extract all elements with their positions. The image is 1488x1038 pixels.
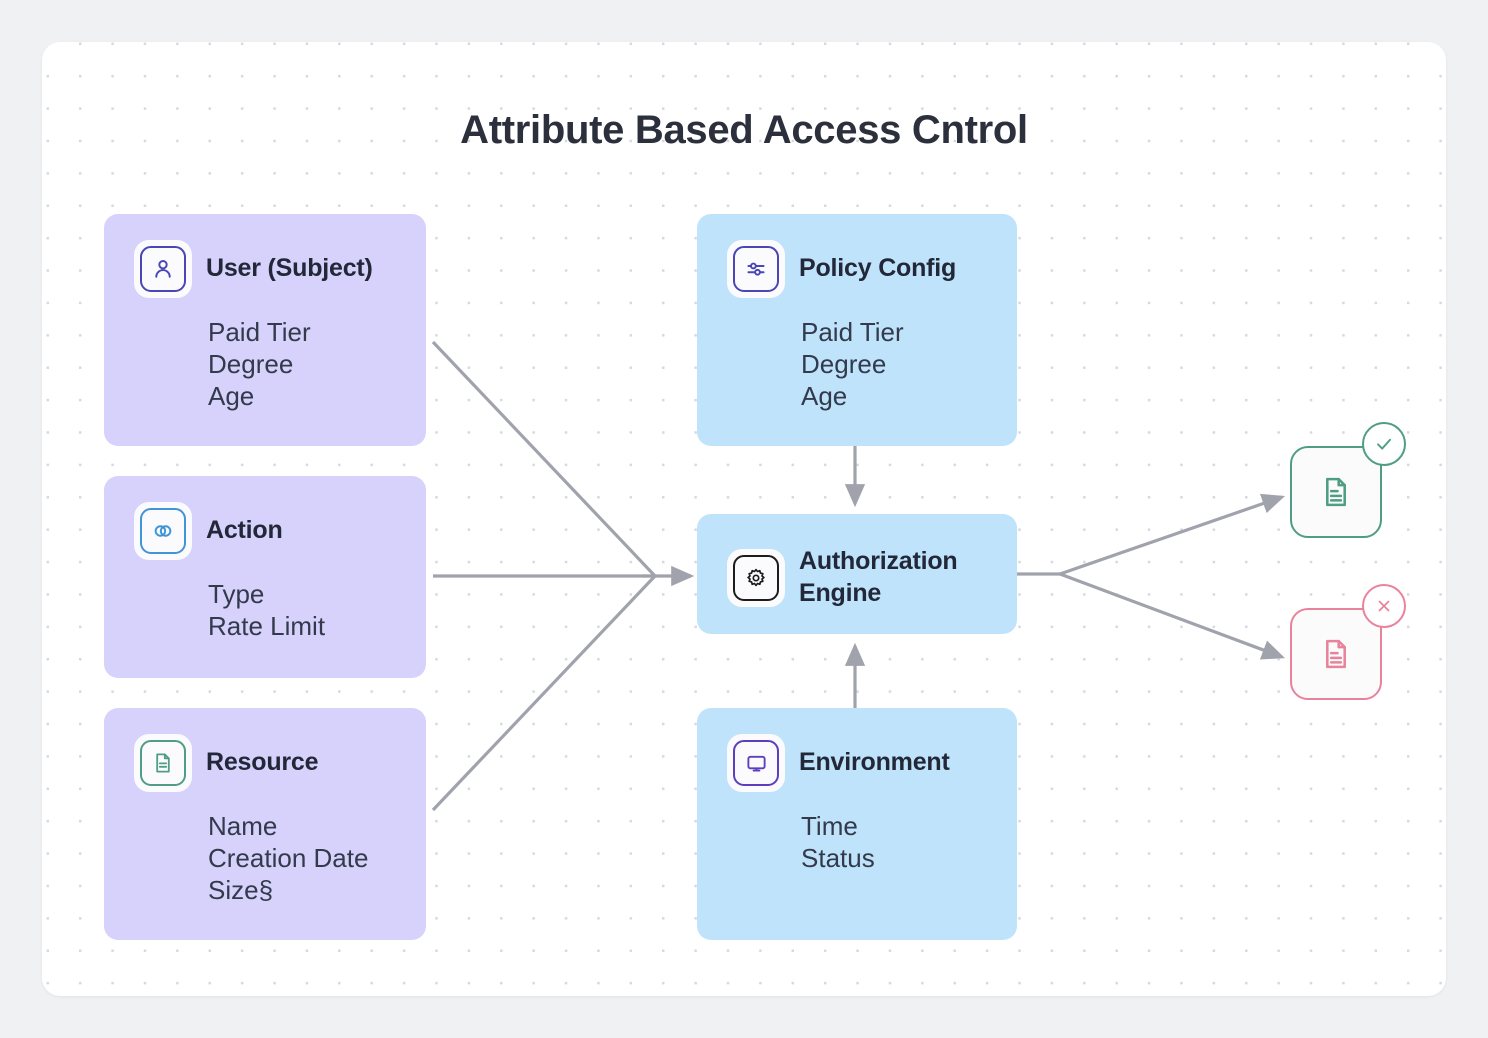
attribute-item: Paid Tier (208, 317, 311, 347)
result-approved[interactable] (1290, 422, 1406, 538)
card-header: Policy Config (697, 240, 1017, 298)
attribute-item: Paid Tier (801, 317, 904, 347)
icon-chip (134, 240, 192, 298)
attribute-list: Name Creation Date Size§ (104, 810, 426, 906)
attribute-item: Creation Date (208, 843, 369, 873)
attribute-item: Rate Limit (208, 611, 326, 641)
card-header: Environment (697, 734, 1017, 792)
diagram-canvas: Attribute Based Access Cntrol (42, 42, 1446, 996)
sliders-icon (733, 246, 779, 292)
connector-resource-to-engine (431, 574, 657, 812)
page-title: Attribute Based Access Cntrol (460, 108, 1028, 152)
card-header: Authorization Engine (697, 540, 1017, 610)
monitor-icon (733, 740, 779, 786)
card-authorization-engine[interactable]: Authorization Engine (697, 514, 1017, 634)
card-title: Resource (206, 748, 319, 777)
card-resource[interactable]: Resource Name Creation Date Size§ (104, 708, 426, 940)
attribute-item: Size§ (208, 875, 274, 905)
attribute-list: Type Rate Limit (104, 578, 426, 642)
icon-chip (727, 548, 785, 607)
attribute-list: Time Status (697, 810, 1017, 874)
attribute-item: Status (801, 843, 875, 873)
overlapping-circles-icon (140, 508, 186, 554)
attribute-list: Paid Tier Degree Age (104, 316, 426, 412)
icon-chip (134, 502, 192, 560)
card-header: Resource (104, 734, 426, 792)
attribute-item: Type (208, 579, 265, 609)
result-denied[interactable] (1290, 584, 1406, 700)
card-title: Authorization Engine (799, 546, 958, 610)
document-icon (1326, 639, 1346, 669)
x-circle-icon (1362, 584, 1406, 628)
gear-icon (733, 554, 779, 601)
card-title: Policy Config (799, 254, 957, 283)
connector-user-to-engine (431, 340, 657, 578)
card-title: Action (206, 516, 283, 545)
card-title: Environment (799, 748, 950, 777)
person-icon (140, 246, 186, 292)
card-user-subject[interactable]: User (Subject) Paid Tier Degree Age (104, 214, 426, 446)
attribute-item: Age (801, 381, 848, 411)
attribute-list: Paid Tier Degree Age (697, 316, 1017, 412)
check-circle-icon (1362, 422, 1406, 466)
attribute-item: Age (208, 381, 255, 411)
icon-chip (134, 734, 192, 792)
document-icon (140, 740, 186, 786)
document-icon (1326, 477, 1346, 507)
icon-chip (727, 240, 785, 298)
card-title-line-1: Authorization (799, 547, 958, 575)
icon-chip (727, 734, 785, 792)
attribute-item: Degree (208, 349, 294, 379)
connector-engine-to-denied (1059, 572, 1286, 660)
card-title: User (Subject) (206, 254, 373, 283)
card-action[interactable]: Action Type Rate Limit (104, 476, 426, 678)
attribute-item: Degree (801, 349, 887, 379)
card-environment[interactable]: Environment Time Status (697, 708, 1017, 940)
card-header: User (Subject) (104, 240, 426, 298)
card-header: Action (104, 502, 426, 560)
attribute-item: Name (208, 811, 278, 841)
attribute-item: Time (801, 811, 858, 841)
connector-engine-to-approved (1059, 493, 1286, 576)
card-policy-config[interactable]: Policy Config Paid Tier Degree Age (697, 214, 1017, 446)
card-title-line-2: Engine (799, 578, 882, 607)
